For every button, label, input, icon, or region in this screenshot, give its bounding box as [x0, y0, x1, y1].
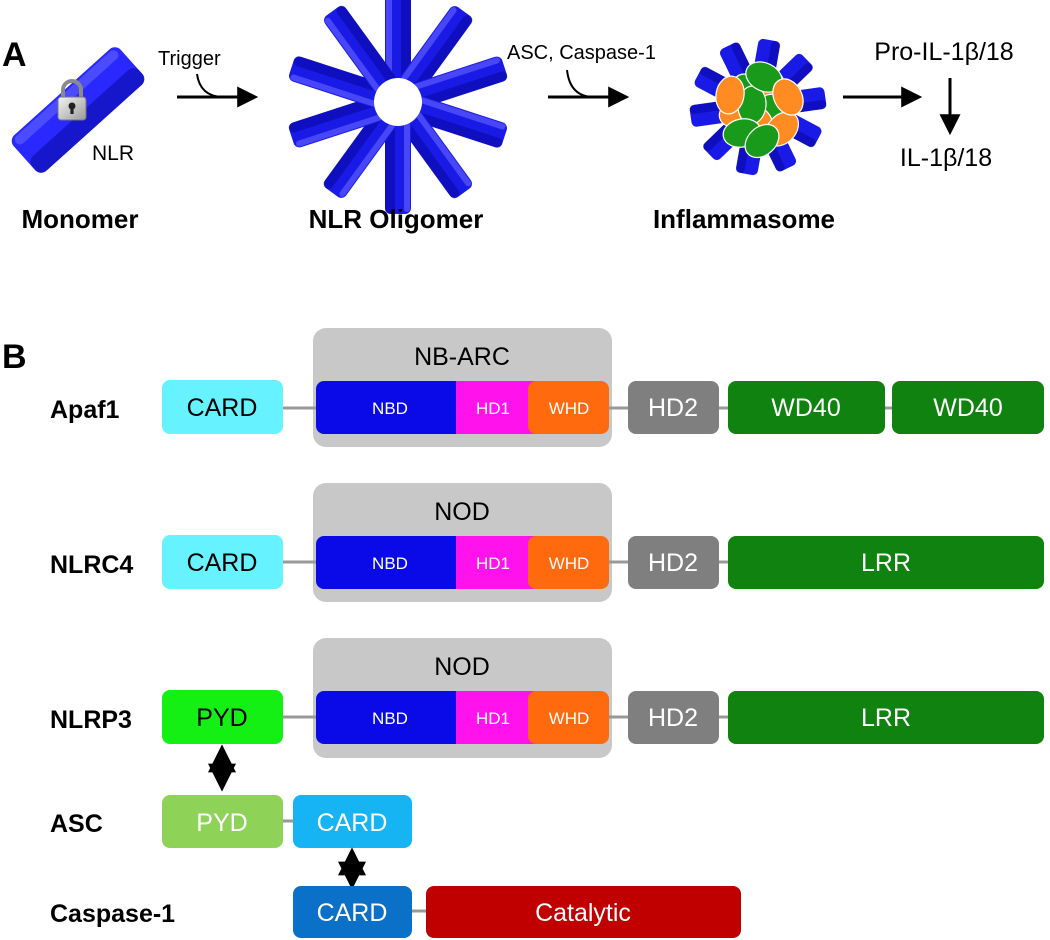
- nlrp3-lrr-domain: [728, 691, 1044, 744]
- inflammasome-caption: Inflammasome: [653, 204, 835, 234]
- nlrc4-whd-domain: [528, 536, 609, 589]
- oligomer-rod: [324, 5, 396, 93]
- nlrc4-whd-label: WHD: [549, 554, 590, 573]
- nlrc4-lrr-domain: [728, 536, 1044, 589]
- apaf1-wd40-label-2: WD40: [933, 394, 1002, 422]
- nlrc4-name: NLRC4: [50, 551, 133, 579]
- nlrc4-hd1-domain: [456, 536, 536, 589]
- il-label: IL-1β/18: [900, 144, 992, 172]
- oligomer-rod: [289, 56, 384, 108]
- caspase1-card-domain: [293, 886, 412, 938]
- nlrp3-group-label: NOD: [434, 653, 490, 681]
- oligomer-rod: [400, 111, 472, 199]
- oligomer-rod: [385, 120, 411, 214]
- nlrc4-nbd-domain: [316, 536, 464, 589]
- caspase1-card-label: CARD: [317, 899, 388, 927]
- panel-a-letter: A: [2, 36, 27, 74]
- apaf1-card-label: CARD: [187, 394, 258, 422]
- apaf1-wd40-domain-1: [728, 381, 885, 434]
- nlrc4-hd2-domain: [628, 536, 719, 589]
- nlrp3-name: NLRP3: [50, 706, 132, 734]
- nlrc4-card-label: CARD: [187, 549, 258, 577]
- oligomer-rod: [412, 96, 507, 148]
- nlrp3-whd-domain: [528, 691, 609, 744]
- oligomer-rod: [323, 110, 396, 198]
- apaf1-hd1-domain: [456, 381, 536, 434]
- apaf1-hd2-label: HD2: [648, 394, 698, 422]
- asc-filament-blob: [772, 78, 804, 116]
- asc-card-label: CARD: [317, 809, 388, 837]
- nlrp3-hd1-label: HD1: [476, 709, 510, 728]
- nlrp3-whd-label: WHD: [549, 709, 590, 728]
- nlr-oligomer: [288, 0, 508, 214]
- nlrp3-pyd-domain: [162, 690, 283, 744]
- inflammasome-complex: [689, 38, 827, 176]
- asc-filament-blob: [715, 75, 745, 115]
- nlrp3-nbd-domain: [316, 691, 464, 744]
- oligomer-center: [374, 78, 422, 126]
- nlrp3-hd2-label: HD2: [648, 704, 698, 732]
- apaf1-wd40-domain-2: [892, 381, 1044, 434]
- apaf1-hd2-domain: [628, 381, 719, 434]
- panel-b-letter: B: [2, 338, 27, 376]
- nlrp3-hd1-domain: [456, 691, 536, 744]
- apaf1-name: Apaf1: [50, 396, 120, 424]
- asc-caspase-label: ASC, Caspase-1: [507, 42, 656, 64]
- trigger-label: Trigger: [158, 48, 221, 70]
- asc-pyd-domain: [162, 795, 283, 848]
- asc-card-domain: [293, 795, 412, 848]
- nlrc4-hd1-label: HD1: [476, 554, 510, 573]
- nlrp3-hd2-domain: [628, 691, 719, 744]
- apaf1-group-label: NB-ARC: [414, 343, 510, 371]
- oligomer-rod: [385, 0, 411, 84]
- apaf1-whd-domain: [528, 381, 609, 434]
- caspase1-catalytic-domain: [426, 886, 741, 938]
- oligomer-rod: [412, 56, 508, 108]
- nlr-label: NLR: [92, 142, 134, 165]
- apaf1-wd40-label-1: WD40: [771, 394, 840, 422]
- nlrp3-lrr-label: LRR: [861, 704, 911, 732]
- asc-name: ASC: [50, 810, 103, 838]
- nlrc4-lrr-label: LRR: [861, 549, 911, 577]
- caspase1-name: Caspase-1: [50, 900, 175, 928]
- nlrc4-group-label: NOD: [434, 498, 490, 526]
- nlrp3-nbd-label: NBD: [372, 709, 408, 728]
- trigger-hook: [196, 73, 223, 98]
- nlrc4-card-domain: [162, 535, 283, 589]
- apaf1-whd-label: WHD: [549, 399, 590, 418]
- apaf1-card-domain: [162, 380, 283, 434]
- nlrp3-pyd-label: PYD: [196, 704, 247, 732]
- asc-pyd-label: PYD: [196, 809, 247, 837]
- oligomer-caption: NLR Oligomer: [309, 204, 484, 234]
- lock-icon: [57, 79, 87, 121]
- apaf1-hd1-label: HD1: [476, 399, 510, 418]
- nlrc4-hd2-label: HD2: [648, 549, 698, 577]
- monomer-caption: Monomer: [22, 204, 139, 234]
- oligomer-rod: [400, 6, 473, 94]
- apaf1-nbd-label: NBD: [372, 399, 408, 418]
- pro-il-label: Pro-IL-1β/18: [874, 38, 1013, 66]
- apaf1-nbd-domain: [316, 381, 464, 434]
- asc-filament-blob: [744, 123, 780, 159]
- oligomer-rod: [288, 96, 384, 148]
- caspase1-catalytic-label: Catalytic: [535, 899, 631, 927]
- asc-caspase-hook: [566, 69, 595, 98]
- nlrc4-nbd-label: NBD: [372, 554, 408, 573]
